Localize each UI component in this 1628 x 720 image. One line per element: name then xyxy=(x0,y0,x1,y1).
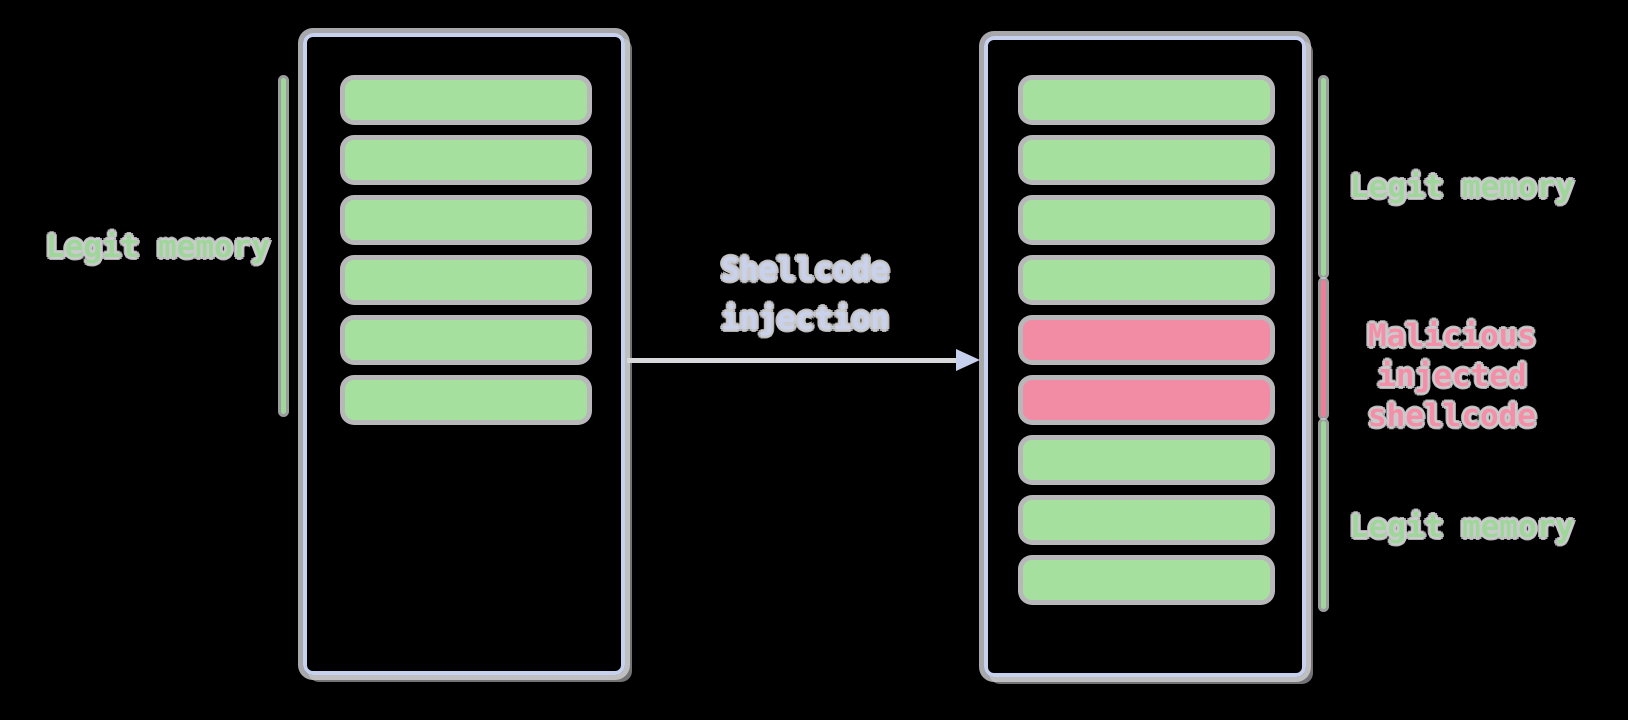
left-legit-memory-label: Legit memory xyxy=(46,229,270,265)
memory-block-legit xyxy=(345,380,587,420)
shellcode-injection-label-line2: injection xyxy=(721,301,889,337)
malicious-injected-shellcode-label: Malicious injected shellcode xyxy=(1357,316,1547,436)
memory-block-malicious xyxy=(1023,380,1270,420)
memory-block-legit xyxy=(1023,80,1270,120)
malicious-label-line2: injected xyxy=(1377,358,1527,394)
right-legit-memory-bottom-label: Legit memory xyxy=(1350,509,1574,545)
memory-block-legit xyxy=(345,140,587,180)
memory-block-legit xyxy=(1023,260,1270,300)
memory-block-legit xyxy=(345,320,587,360)
memory-block-legit xyxy=(1023,560,1270,600)
process-memory-box-after xyxy=(984,36,1306,677)
memory-block-legit xyxy=(345,260,587,300)
malicious-label-line1: Malicious xyxy=(1368,318,1536,354)
injection-arrow-line xyxy=(627,358,959,363)
memory-block-malicious xyxy=(1023,320,1270,360)
right-legit-memory-top-label: Legit memory xyxy=(1350,169,1574,205)
memory-block-legit xyxy=(1023,440,1270,480)
process-memory-box-before xyxy=(303,33,625,675)
shellcode-injection-label-line1: Shellcode xyxy=(721,252,889,288)
memory-block-legit xyxy=(1023,140,1270,180)
malicious-shellcode-bracket-line xyxy=(1321,280,1326,417)
left-legit-memory-bracket-line xyxy=(281,78,286,414)
malicious-label-line3: shellcode xyxy=(1368,398,1536,434)
right-legit-memory-top-bracket-line xyxy=(1321,78,1326,276)
right-legit-memory-bottom-bracket-line xyxy=(1321,421,1326,609)
left-memory-blocks xyxy=(345,80,587,420)
shellcode-injection-label: Shellcode injection xyxy=(695,246,915,344)
memory-block-legit xyxy=(1023,500,1270,540)
right-memory-blocks xyxy=(1023,80,1270,600)
memory-block-legit xyxy=(1023,200,1270,240)
memory-block-legit xyxy=(345,80,587,120)
arrow-right-icon xyxy=(956,349,980,371)
memory-block-legit xyxy=(345,200,587,240)
